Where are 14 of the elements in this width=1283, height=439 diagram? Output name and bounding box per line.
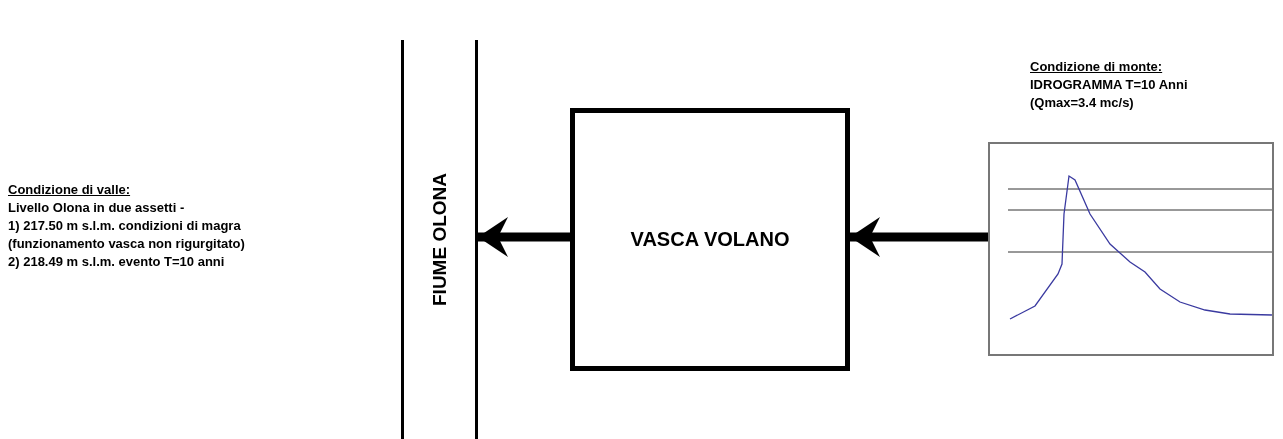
note-text: IDROGRAMMA T=10 Anni <box>1030 76 1188 94</box>
arrow <box>478 217 570 257</box>
note-text: Livello Olona in due assetti - <box>8 199 186 217</box>
heading-text: Condizione di valle: <box>8 181 132 199</box>
river-band <box>401 40 478 439</box>
note-text: (funzionamento vasca non rigurgitato) <box>8 235 245 253</box>
arrow <box>850 217 988 257</box>
river-label: FIUME OLONA <box>428 173 451 306</box>
box-label: VASCA VOLANO <box>630 228 790 251</box>
heading-text: Condizione di monte: <box>1030 58 1164 76</box>
process-box <box>570 108 850 371</box>
note-text: (Qmax=3.4 mc/s) <box>1030 94 1135 112</box>
note-text: 1) 217.50 m s.l.m. condizioni di magra <box>8 217 242 235</box>
note-text: 2) 218.49 m s.l.m. evento T=10 anni <box>8 253 226 271</box>
